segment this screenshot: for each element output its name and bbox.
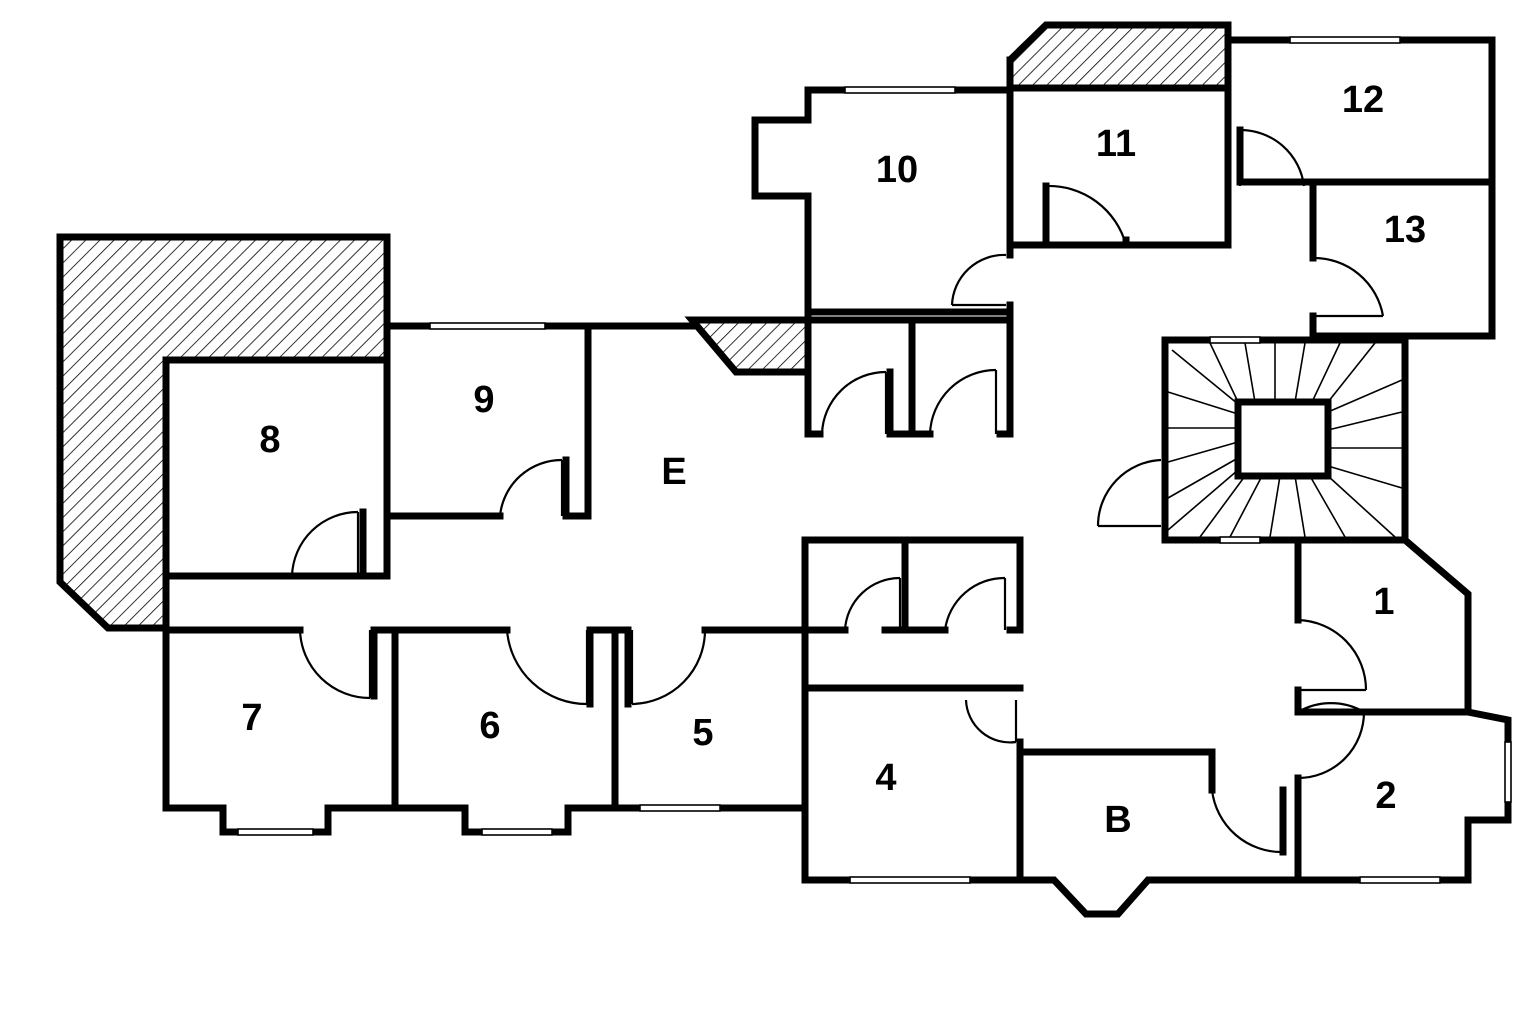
- stair-treads: [1167, 342, 1403, 538]
- outer-walls: [162, 21, 1512, 918]
- room-label-2: 2: [1375, 775, 1396, 817]
- room-labels: 1 2 4 5 6 7 8 9 10 11 12 13 B E: [241, 79, 1426, 841]
- hatched-area-center: [684, 316, 812, 376]
- windows: [237, 36, 1512, 884]
- room-label-9: 9: [473, 379, 494, 421]
- room-label-8: 8: [259, 419, 280, 461]
- hatched-area-north: [1006, 21, 1232, 92]
- room-label-10: 10: [876, 149, 918, 191]
- room-label-12: 12: [1342, 79, 1384, 121]
- room-label-5: 5: [692, 712, 713, 754]
- room-label-7: 7: [241, 697, 262, 739]
- room-label-6: 6: [479, 705, 500, 747]
- room-label-4: 4: [875, 757, 896, 799]
- room-label-b: B: [1104, 799, 1131, 841]
- hatched-area-west: [56, 233, 391, 632]
- room-label-11: 11: [1096, 123, 1136, 165]
- room-label-1: 1: [1373, 581, 1394, 623]
- room-label-13: 13: [1384, 209, 1426, 251]
- stairwell: [1161, 336, 1409, 544]
- room-label-e: E: [661, 451, 686, 493]
- doors: [290, 128, 1385, 854]
- stair-core: [1234, 398, 1332, 480]
